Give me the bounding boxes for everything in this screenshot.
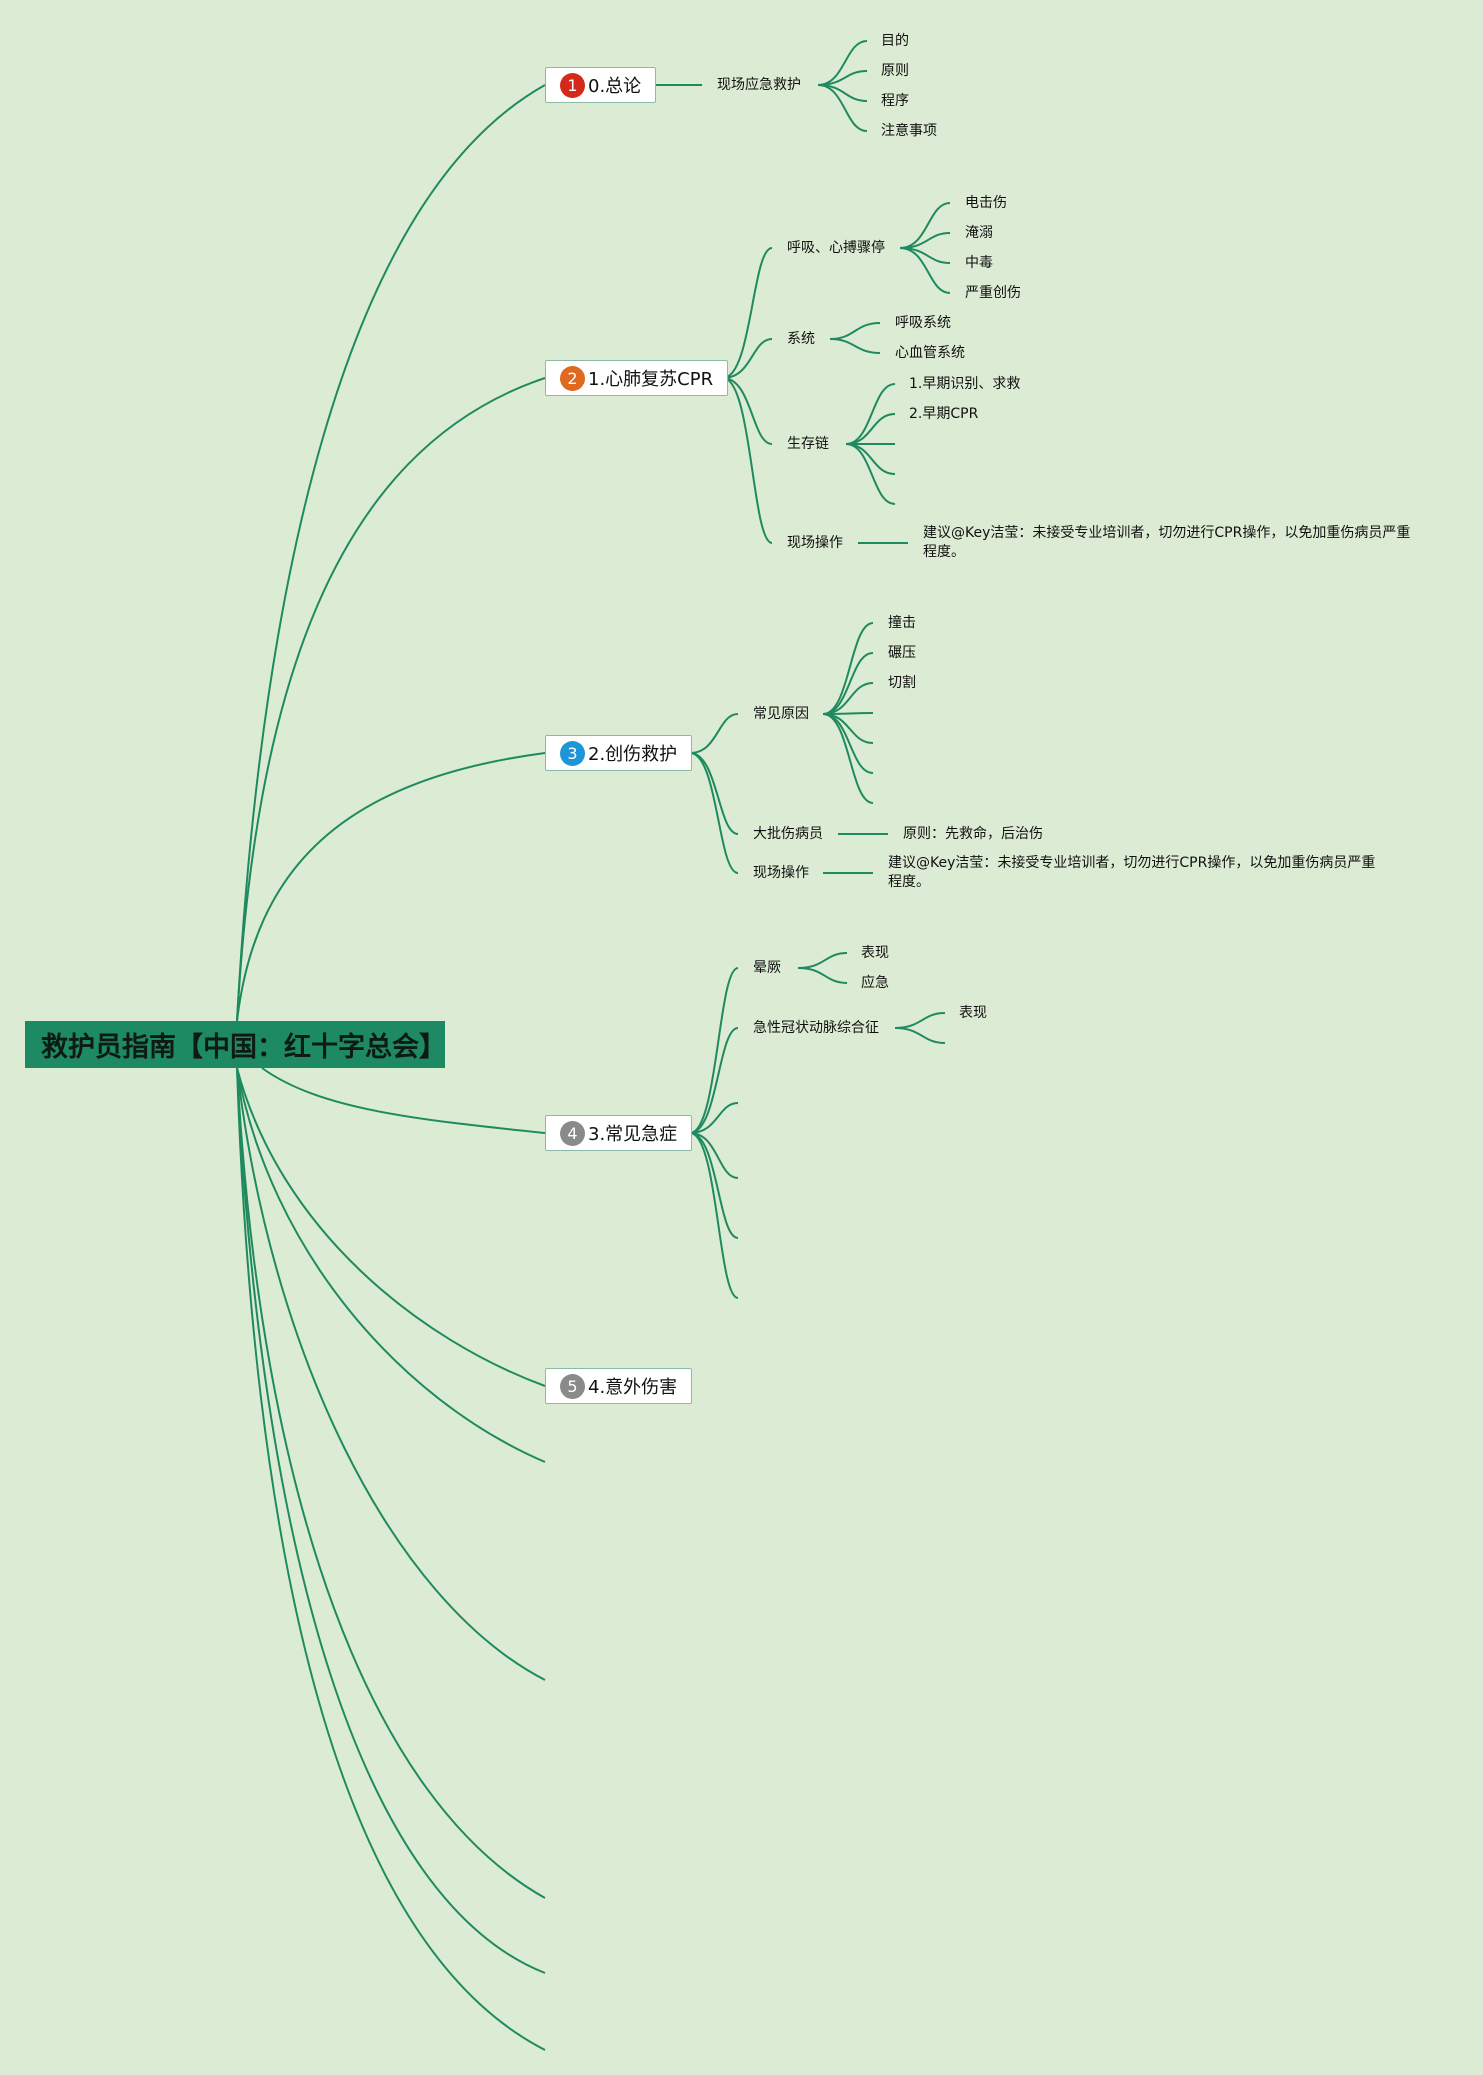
priority-5-badge-icon: 5 — [560, 1373, 585, 1399]
topic-common-emergencies[interactable]: 4 3.常见急症 — [545, 1115, 693, 1151]
node-system[interactable]: 系统 — [787, 331, 815, 347]
topic-cpr[interactable]: 2 1.心肺复苏CPR — [545, 360, 729, 396]
leaf-node[interactable]: 原则 — [881, 63, 909, 79]
topic-label: 1.心肺复苏CPR — [588, 369, 714, 390]
leaf-node[interactable]: 应急 — [861, 975, 889, 991]
root-label: 救护员指南【中国：红十字总会】 — [41, 1032, 446, 1063]
priority-3-badge-icon: 3 — [560, 740, 585, 766]
note-triage-principle[interactable]: 原则：先救命，后治伤 — [903, 826, 1043, 842]
note-cpr-warning[interactable]: 建议@Key洁莹：未接受专业培训者，切勿进行CPR操作，以免加重伤病员严重程度。 — [888, 855, 1376, 890]
node-onsite-operation[interactable]: 现场操作 — [753, 865, 809, 881]
leaf-node[interactable]: 呼吸系统 — [895, 315, 951, 331]
root-node[interactable]: 救护员指南【中国：红十字总会】 — [25, 1021, 446, 1068]
leaf-node[interactable]: 表现 — [861, 945, 889, 961]
topic-general[interactable]: 1 0.总论 — [545, 67, 657, 103]
leaf-node[interactable]: 程序 — [881, 93, 909, 109]
topic-label: 4.意外伤害 — [588, 1377, 678, 1398]
leaf-node[interactable]: 心血管系统 — [895, 345, 965, 361]
leaf-node[interactable]: 2.早期CPR — [909, 406, 979, 422]
priority-1-badge-icon: 1 — [560, 72, 585, 98]
leaf-node[interactable]: 严重创伤 — [965, 285, 1021, 301]
topic-label: 2.创伤救护 — [588, 744, 678, 765]
topic-label: 0.总论 — [588, 76, 642, 97]
leaf-node[interactable]: 目的 — [881, 33, 909, 49]
node-syncope[interactable]: 晕厥 — [753, 960, 781, 976]
node-mass-casualties[interactable]: 大批伤病员 — [753, 826, 823, 842]
note-cpr-warning[interactable]: 建议@Key洁莹：未接受专业培训者，切勿进行CPR操作，以免加重伤病员严重程度。 — [923, 525, 1411, 560]
leaf-node[interactable]: 中毒 — [965, 255, 993, 271]
leaf-node[interactable]: 切割 — [888, 675, 916, 691]
topic-accidental-injury[interactable]: 5 4.意外伤害 — [545, 1368, 693, 1404]
topic-label: 3.常见急症 — [588, 1124, 678, 1145]
leaf-node[interactable]: 电击伤 — [965, 195, 1007, 211]
node-onsite-first-aid[interactable]: 现场应急救护 — [717, 77, 801, 93]
node-chain-of-survival[interactable]: 生存链 — [787, 436, 829, 452]
node-cardiac-arrest[interactable]: 呼吸、心搏骤停 — [787, 240, 885, 256]
priority-4-badge-icon: 4 — [560, 1120, 585, 1146]
leaf-node[interactable]: 注意事项 — [881, 123, 937, 139]
priority-2-badge-icon: 2 — [560, 365, 585, 391]
node-onsite-operation[interactable]: 现场操作 — [787, 535, 843, 551]
leaf-node[interactable]: 撞击 — [888, 615, 916, 631]
node-acute-coronary-syndrome[interactable]: 急性冠状动脉综合征 — [753, 1020, 879, 1036]
leaf-node[interactable]: 表现 — [959, 1005, 987, 1021]
topic-trauma[interactable]: 3 2.创伤救护 — [545, 735, 693, 771]
leaf-node[interactable]: 1.早期识别、求救 — [909, 376, 1021, 392]
node-common-causes[interactable]: 常见原因 — [753, 706, 809, 722]
leaf-node[interactable]: 碾压 — [888, 645, 916, 661]
leaf-node[interactable]: 淹溺 — [965, 225, 993, 241]
